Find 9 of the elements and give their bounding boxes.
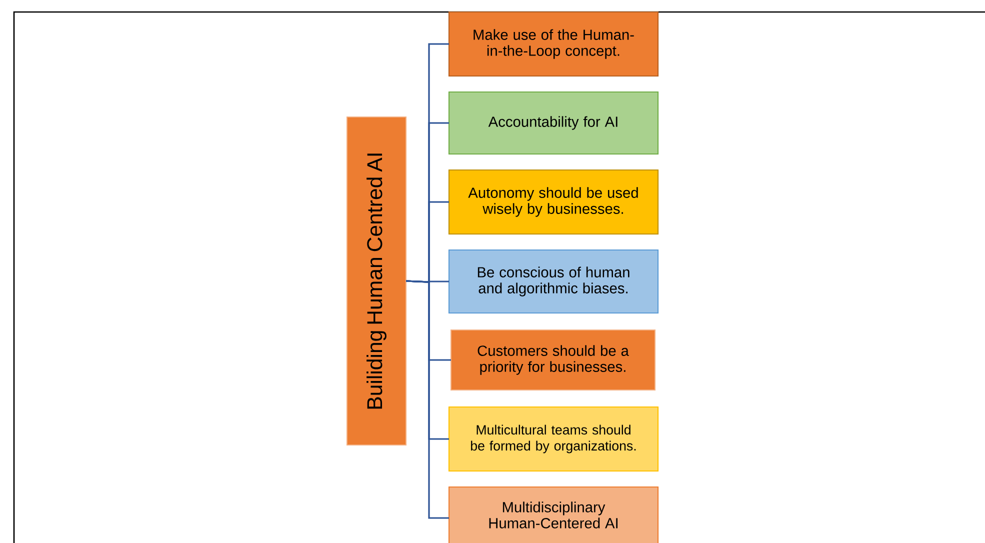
topic-box: Make use of the Human-in-the-Loop concept. <box>448 11 659 77</box>
title-box: Builiding Human Centred AI <box>346 116 407 446</box>
topic-box: Multidisciplinary Human-Centered AI <box>448 486 659 543</box>
topic-box: Multicultural teams should be formed by organizations. <box>448 406 659 472</box>
connector-line <box>406 280 449 519</box>
topic-box: Be conscious of human and algorithmic biases. <box>448 249 659 314</box>
topic-box: Customers should be a priority for businesses. <box>450 329 656 391</box>
topic-box: Autonomy should be used wisely by businesses. <box>448 169 659 235</box>
topic-box: Accountability for AI <box>448 91 659 155</box>
